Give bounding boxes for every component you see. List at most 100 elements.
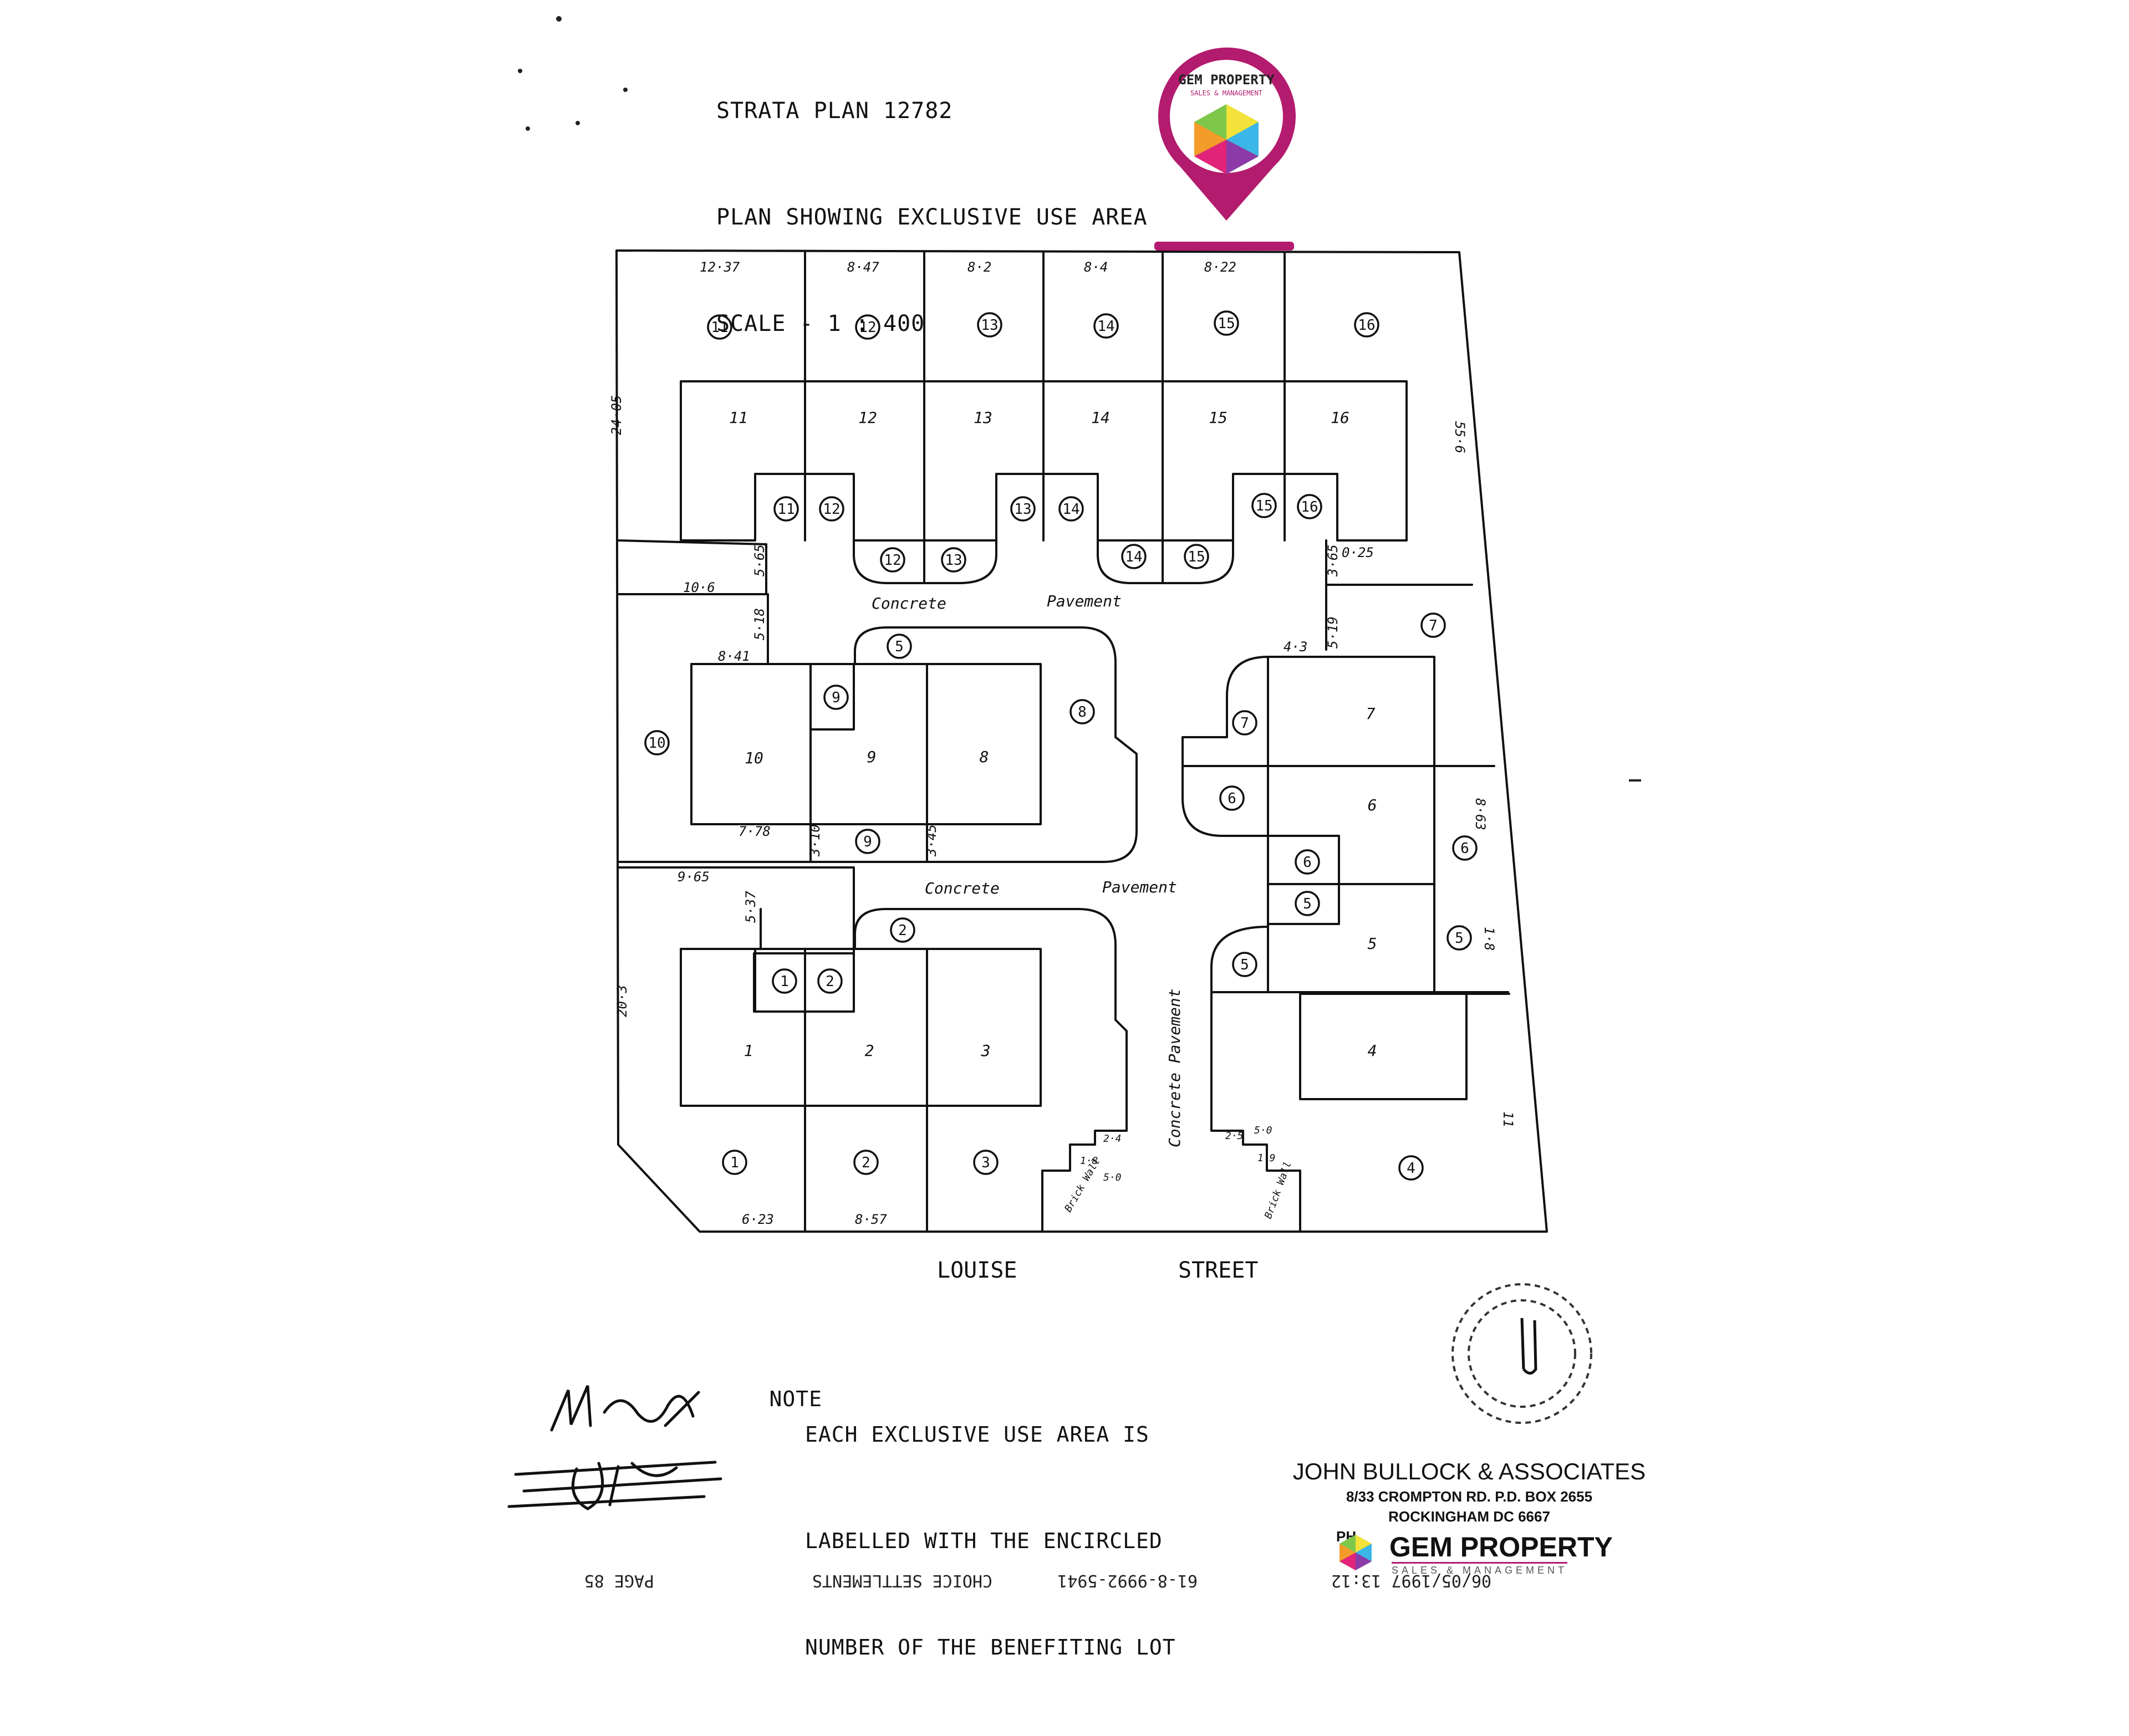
svg-text:CHOICE SETTLEMENTS: CHOICE SETTLEMENTS — [812, 1571, 992, 1590]
lot-boundary — [615, 249, 1548, 1233]
svg-text:8·4: 8·4 — [1084, 259, 1108, 275]
svg-text:8·41: 8·41 — [718, 649, 750, 664]
note-line: NUMBER OF THE BENEFITING LOT — [805, 1635, 1176, 1660]
boundary-line — [617, 539, 767, 545]
signature — [507, 1385, 722, 1510]
street-name: LOUISE STREET — [937, 1258, 1259, 1283]
svg-text:15: 15 — [1188, 549, 1205, 565]
svg-text:7·78: 7·78 — [738, 824, 771, 839]
strata-plan-page: STRATA PLAN 12782 PLAN SHOWING EXCLUSIVE… — [507, 16, 1646, 1660]
svg-text:20·3: 20·3 — [614, 985, 630, 1017]
svg-text:0·25: 0·25 — [1342, 545, 1374, 560]
note-line: EACH EXCLUSIVE USE AREA IS — [805, 1422, 1149, 1447]
plan-note-body: EACH EXCLUSIVE USE AREA IS LABELLED WITH… — [805, 1346, 1176, 1736]
svg-text:55·6: 55·6 — [1452, 421, 1468, 453]
svg-text:8·22: 8·22 — [1204, 259, 1236, 275]
svg-text:7: 7 — [1429, 617, 1438, 634]
svg-text:12: 12 — [859, 319, 876, 336]
pavement-labels: Concrete Pavement Concrete Pavement Conc… — [872, 592, 1294, 1221]
building-middle-left — [690, 663, 1042, 825]
svg-text:3: 3 — [981, 1155, 990, 1171]
dimension-labels: 12·37 8·47 8·2 8·4 8·22 24·05 55·6 11 8·… — [609, 259, 1516, 1227]
stamp-initials — [1520, 1318, 1537, 1375]
svg-text:9: 9 — [863, 834, 872, 850]
svg-text:6: 6 — [1368, 796, 1377, 814]
svg-text:STREET: STREET — [1178, 1258, 1259, 1283]
svg-text:Pavement: Pavement — [1102, 878, 1177, 896]
svg-text:1: 1 — [780, 973, 789, 990]
svg-text:12: 12 — [823, 501, 840, 518]
svg-text:3·65: 3·65 — [1325, 544, 1341, 577]
brand-name: GEM PROPERTY — [1389, 1531, 1613, 1563]
svg-text:5: 5 — [1455, 930, 1464, 947]
svg-text:8: 8 — [1078, 704, 1087, 721]
stray-marks — [518, 16, 1641, 782]
plan-scale: SCALE - 1 : 400 — [716, 311, 925, 336]
svg-text:Concrete Pavement: Concrete Pavement — [1165, 988, 1184, 1147]
firm-address: 8/33 CROMPTON RD. P.D. BOX 2655 — [1346, 1488, 1593, 1505]
courtyard-box — [809, 663, 855, 731]
svg-text:13: 13 — [945, 552, 962, 569]
svg-text:13: 13 — [974, 409, 992, 427]
svg-text:10·6: 10·6 — [683, 580, 715, 595]
svg-text:6: 6 — [1460, 840, 1469, 857]
svg-text:4: 4 — [1407, 1160, 1415, 1177]
gem-property-pin: GEM PROPERTY SALES & MANAGEMENT — [1154, 47, 1296, 251]
svg-text:Concrete: Concrete — [925, 879, 1000, 897]
firm-address: ROCKINGHAM DC 6667 — [1388, 1508, 1550, 1525]
svg-text:5·0: 5·0 — [1254, 1125, 1272, 1136]
svg-text:3·10: 3·10 — [807, 824, 823, 857]
svg-text:6: 6 — [1303, 854, 1312, 871]
svg-text:2: 2 — [862, 1155, 870, 1171]
svg-text:11: 11 — [711, 319, 728, 336]
firm-name: JOHN BULLOCK & ASSOCIATES — [1292, 1458, 1646, 1484]
svg-text:15: 15 — [1255, 498, 1272, 514]
svg-text:16: 16 — [1301, 499, 1318, 515]
svg-text:6: 6 — [1228, 790, 1236, 807]
svg-text:PAGE 85: PAGE 85 — [584, 1571, 654, 1590]
svg-text:1·8: 1·8 — [1080, 1155, 1098, 1167]
svg-text:2·5: 2·5 — [1225, 1130, 1244, 1142]
svg-text:15: 15 — [1209, 409, 1228, 427]
svg-text:4: 4 — [1368, 1041, 1377, 1060]
svg-text:24·05: 24·05 — [609, 395, 624, 435]
plan-note: NOTE — [716, 1346, 822, 1452]
note-line: LABELLED WITH THE ENCIRCLED — [805, 1529, 1163, 1553]
brand-tagline: SALES & MANAGEMENT — [1392, 1562, 1568, 1576]
steps-right — [1210, 1094, 1301, 1233]
svg-text:14: 14 — [1097, 318, 1114, 335]
gem-property-footer-logo: GEM PROPERTY SALES & MANAGEMENT — [1336, 1530, 1624, 1576]
pavement-edge — [854, 908, 1128, 1132]
building-middle-right — [1267, 656, 1435, 993]
svg-text:5·65: 5·65 — [752, 544, 767, 576]
svg-text:7: 7 — [1366, 704, 1376, 723]
svg-text:13: 13 — [1014, 501, 1031, 518]
svg-text:12: 12 — [884, 552, 901, 569]
surveyor-stamp — [1451, 1283, 1592, 1424]
gem-logo-icon — [1339, 1535, 1372, 1570]
svg-text:10: 10 — [745, 749, 763, 767]
courtyard-box — [1267, 883, 1340, 925]
svg-text:GEM PROPERTY: GEM PROPERTY — [1178, 72, 1275, 88]
svg-text:5·0: 5·0 — [1103, 1172, 1122, 1183]
svg-text:2: 2 — [826, 973, 834, 990]
svg-text:1: 1 — [730, 1155, 739, 1171]
svg-text:1·8: 1·8 — [1481, 927, 1497, 951]
svg-text:61-8-9992-5941: 61-8-9992-5941 — [1057, 1571, 1198, 1590]
building-lower-left — [680, 948, 1042, 1107]
svg-text:16: 16 — [1358, 317, 1375, 334]
svg-text:7: 7 — [1240, 715, 1249, 732]
svg-text:8: 8 — [980, 748, 989, 766]
svg-text:11: 11 — [1500, 1111, 1516, 1127]
note-heading: NOTE — [769, 1387, 823, 1411]
building-4 — [1299, 993, 1468, 1100]
svg-text:1·9: 1·9 — [1257, 1152, 1276, 1164]
svg-text:2: 2 — [898, 922, 907, 939]
plan-header: STRATA PLAN 12782 PLAN SHOWING EXCLUSIVE… — [716, 22, 1148, 412]
svg-text:5: 5 — [1240, 957, 1249, 973]
svg-text:5·37: 5·37 — [743, 891, 758, 923]
svg-text:10: 10 — [648, 735, 665, 752]
svg-text:9: 9 — [832, 690, 841, 706]
svg-text:12: 12 — [858, 409, 877, 427]
